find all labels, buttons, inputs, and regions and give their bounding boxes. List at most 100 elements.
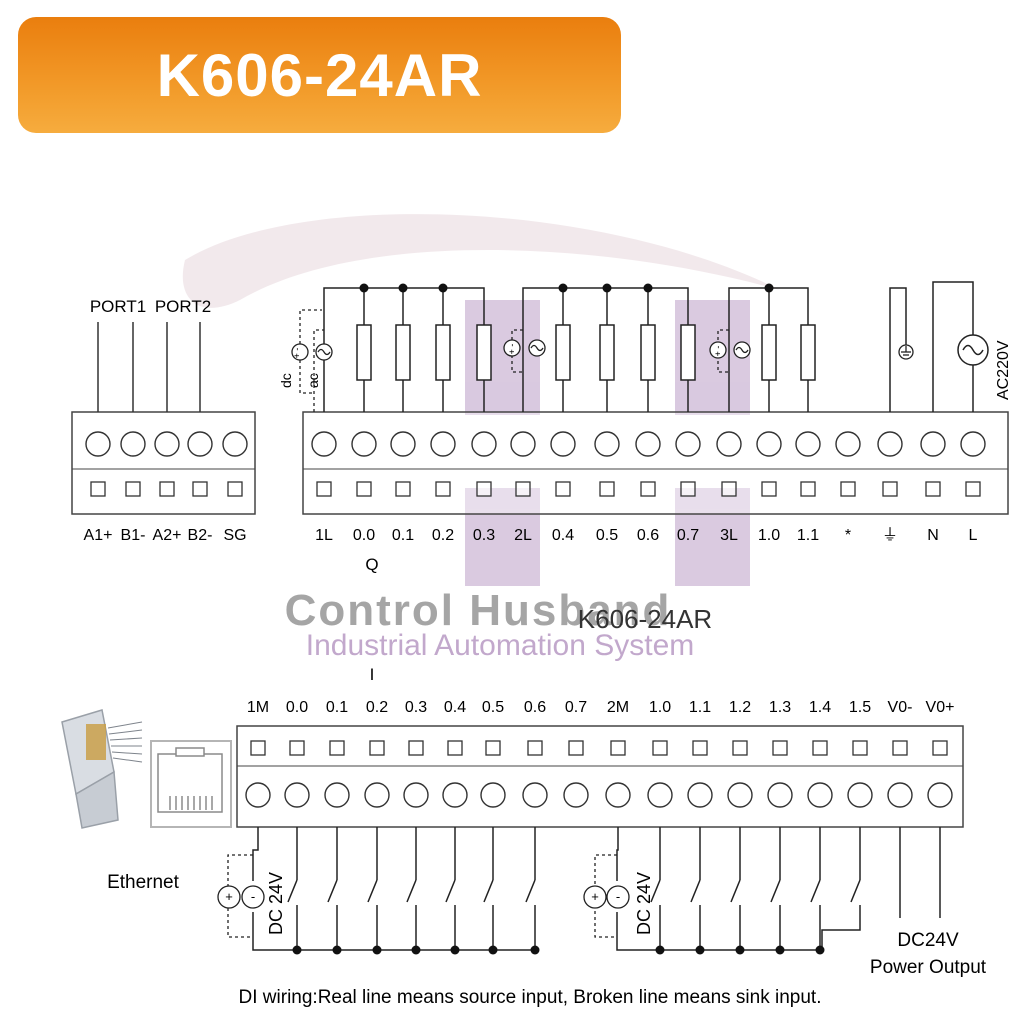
input-supply-label-1: DC 24V [266, 872, 286, 935]
relay-load [476, 324, 492, 381]
svg-text:+ -: + - [713, 346, 723, 357]
power-output-label-1: DC24V [897, 930, 959, 951]
output-terminal-screw [675, 431, 701, 457]
input-terminal-slot [250, 740, 266, 756]
input-terminal-screw [324, 782, 350, 808]
input-terminal-label: 1.2 [729, 699, 751, 716]
svg-text:+: + [591, 889, 599, 904]
input-terminal-label: 0.6 [524, 699, 546, 716]
output-terminal-label: 0.3 [473, 527, 495, 544]
output-terminal-label: L [969, 527, 978, 544]
relay-load [761, 324, 777, 381]
output-terminal-label: N [927, 527, 939, 544]
input-terminal-slot [652, 740, 668, 756]
relay-load [555, 324, 571, 381]
input-switch [730, 827, 741, 950]
output-junction-dots [359, 283, 774, 293]
input-terminal-screw [887, 782, 913, 808]
input-switch [690, 827, 701, 950]
output-terminal-screw [756, 431, 782, 457]
input-terminal-label: V0- [888, 699, 913, 716]
output-terminal-screw [635, 431, 661, 457]
input-switch [406, 827, 417, 950]
watermark-swoosh [182, 214, 781, 308]
output-terminal-slot [555, 481, 571, 497]
output-terminal-slot [800, 481, 816, 497]
input-terminal-slot [892, 740, 908, 756]
output-terminal-screw [960, 431, 986, 457]
input-terminal-screw [480, 782, 506, 808]
input-terminal-label: 1.4 [809, 699, 831, 716]
svg-text:-: - [251, 889, 255, 904]
output-source-1 [291, 309, 333, 412]
input-terminal-screw [727, 782, 753, 808]
output-loads [356, 324, 816, 381]
input-terminal-slot [289, 740, 305, 756]
comm-terminal-screw [120, 431, 146, 457]
output-terminal-screw [795, 431, 821, 457]
output-terminal-screw [550, 431, 576, 457]
input-switch [525, 827, 536, 950]
input-switch [327, 827, 338, 950]
output-terminal-slot [680, 481, 696, 497]
input-terminal-screw [807, 782, 833, 808]
input-terminal-screw [927, 782, 953, 808]
svg-text:+: + [225, 889, 233, 904]
output-terminal-screw [716, 431, 742, 457]
input-terminal-screw [442, 782, 468, 808]
input-switch [287, 827, 298, 950]
comm-terminal-slot [227, 481, 243, 497]
input-switch [770, 827, 781, 950]
output-terminal-label: 1.0 [758, 527, 780, 544]
input-terminal-slot [772, 740, 788, 756]
input-junction-dot [292, 945, 302, 955]
input-terminal-label: 0.2 [366, 699, 388, 716]
input-junction-dot [815, 945, 825, 955]
input-terminal-screw [647, 782, 673, 808]
output-terminal-screw [471, 431, 497, 457]
comm-terminal-label: A1+ [84, 527, 113, 544]
input-terminal-label: 1M [247, 699, 269, 716]
comm-terminal-label: A2+ [153, 527, 182, 544]
input-terminal-screw [284, 782, 310, 808]
input-junction-dot [488, 945, 498, 955]
comm-terminal-screw [222, 431, 248, 457]
input-junction-dot [695, 945, 705, 955]
output-terminal-label: ⏚ [882, 526, 898, 544]
output-terminal-slot [840, 481, 856, 497]
input-junction-dot [775, 945, 785, 955]
input-terminal-label: 2M [607, 699, 629, 716]
comm-terminal-label: B2- [188, 527, 213, 544]
input-terminal-screw [847, 782, 873, 808]
input-wiring [252, 827, 941, 951]
input-junction-dot [735, 945, 745, 955]
output-terminal-label: 1.1 [797, 527, 819, 544]
relay-load [435, 324, 451, 381]
input-terminal-label: 0.4 [444, 699, 466, 716]
comm-terminal-slot [90, 481, 106, 497]
input-terminal-slot [732, 740, 748, 756]
port1-label: PORT1 [90, 297, 146, 316]
input-source-1 [217, 854, 265, 938]
output-terminal-label: 0.1 [392, 527, 414, 544]
rj45-socket-icon [150, 740, 232, 828]
input-terminal-label: V0+ [926, 699, 955, 716]
output-terminal-screw [510, 431, 536, 457]
output-terminal-block [302, 411, 1009, 515]
input-terminal-slot [852, 740, 868, 756]
input-junction-dot [411, 945, 421, 955]
ground-icon [898, 344, 914, 360]
input-switch [367, 827, 378, 950]
input-terminal-label: 1.5 [849, 699, 871, 716]
input-terminal-slot [932, 740, 948, 756]
output-terminal-screw [390, 431, 416, 457]
output-terminal-screw [877, 431, 903, 457]
input-junction-dot [450, 945, 460, 955]
input-junction-dot [372, 945, 382, 955]
comm-terminal-screw [85, 431, 111, 457]
input-terminal-label: 0.7 [565, 699, 587, 716]
relay-load [599, 324, 615, 381]
plus-minus-glyph: + - [292, 348, 302, 359]
output-terminal-screw [430, 431, 456, 457]
